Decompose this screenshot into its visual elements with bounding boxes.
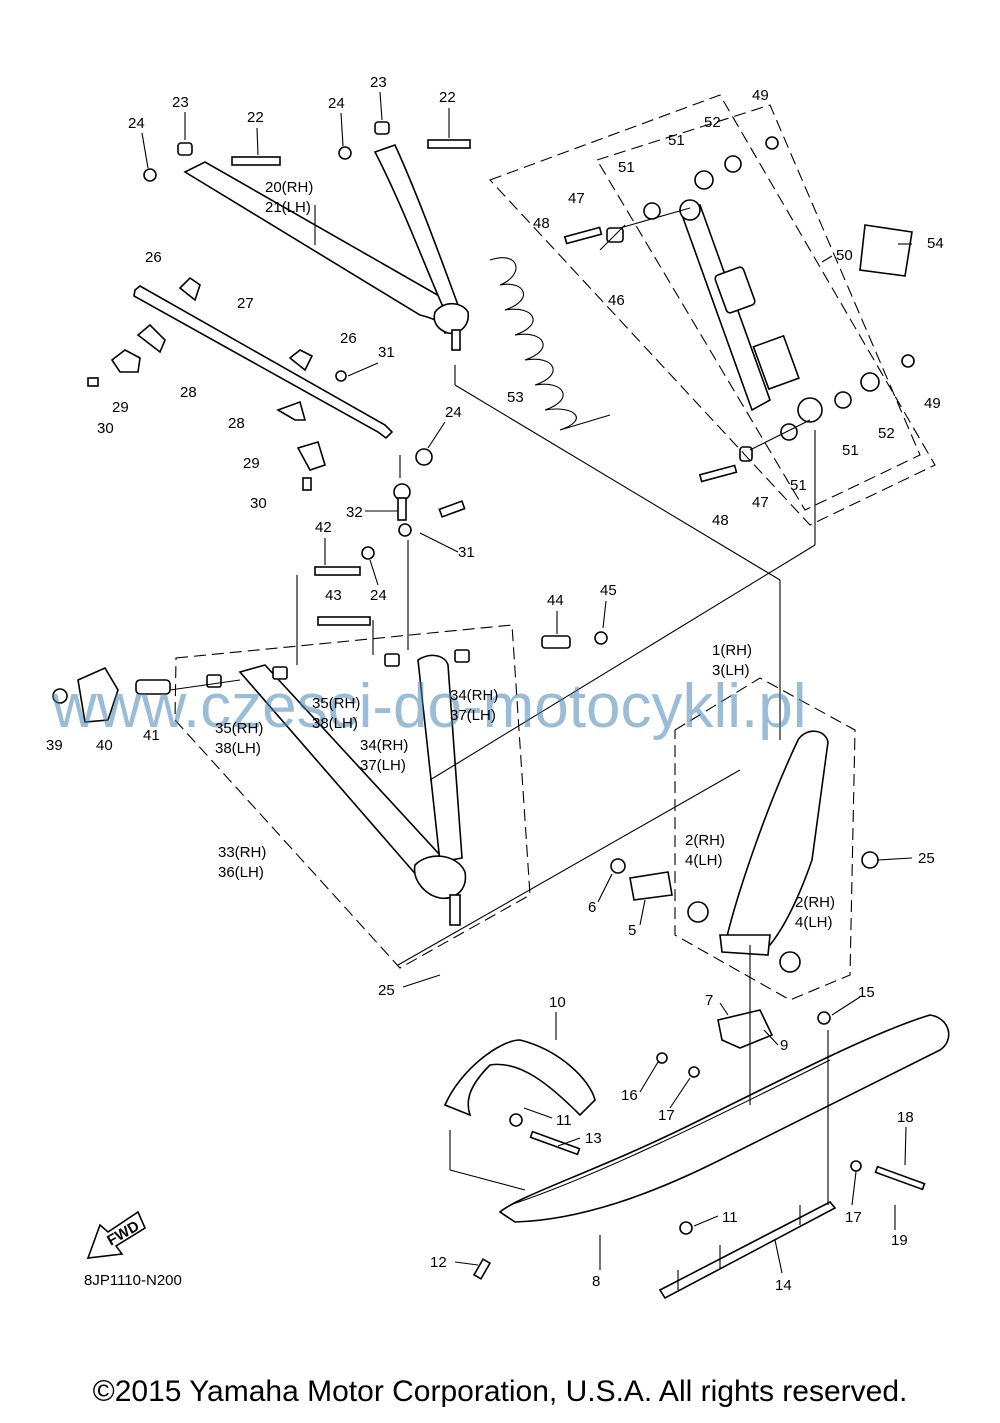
callout-26b: 26 [340,330,357,347]
callout-16: 16 [621,1087,638,1104]
callout-49a: 49 [752,87,769,104]
callout-10: 10 [549,994,566,1011]
callout-34-37b-rh: 34(RH) [360,737,408,754]
callout-20-21-rh: 20(RH) [265,179,313,196]
callout-35-38b-lh: 38(LH) [215,740,261,757]
callout-28a: 28 [180,384,197,401]
callout-35-38b-rh: 35(RH) [215,720,263,737]
callout-24a: 24 [128,115,145,132]
callout-50: 50 [836,247,853,264]
callout-31b: 31 [458,544,475,561]
callout-29a: 29 [112,399,129,416]
callout-40: 40 [96,737,113,754]
callout-18: 18 [897,1109,914,1126]
callout-30a: 30 [97,420,114,437]
callout-33-36-lh: 36(LH) [218,864,264,881]
link-rod [361,483,466,560]
callout-1-3-rh: 1(RH) [712,642,752,659]
callout-8: 8 [592,1273,600,1290]
callout-2-4a-rh: 2(RH) [685,832,725,849]
callout-44: 44 [547,592,564,609]
callout-41: 41 [143,727,160,744]
watermark-text: www.czesci-do-motocykli.pl [51,672,807,741]
callout-24b: 24 [328,95,345,112]
callout-2-4b-rh: 2(RH) [795,894,835,911]
callout-34-37a-rh: 34(RH) [450,687,498,704]
callout-31a: 31 [378,344,395,361]
shock-spring [489,257,611,431]
callout-2-4a-lh: 4(LH) [685,852,723,869]
callout-51c: 51 [842,442,859,459]
callout-26a: 26 [145,249,162,266]
fwd-arrow-icon: FWD [86,1210,147,1259]
callout-11b: 11 [722,1209,738,1226]
callout-28b: 28 [228,415,245,432]
callout-1-3-lh: 3(LH) [712,662,750,679]
callout-24c: 24 [445,404,462,421]
callout-22b: 22 [439,89,456,106]
callout-9: 9 [780,1037,788,1054]
callout-22a: 22 [247,109,264,126]
callout-30b: 30 [250,495,267,512]
callout-48a: 48 [533,215,550,232]
lower-a-arm [52,566,608,926]
callout-51a: 51 [668,132,685,149]
callout-labels: 1(RH) 3(LH) 2(RH) 4(LH) 2(RH) 4(LH) 5 6 … [46,74,944,1294]
callout-17a: 17 [658,1107,675,1124]
callout-52a: 52 [704,114,721,131]
callout-6: 6 [588,899,596,916]
callout-12: 12 [430,1254,447,1271]
callout-23b: 23 [370,74,387,91]
callout-20-21-lh: 21(LH) [265,199,311,216]
callout-17b: 17 [845,1209,862,1226]
callout-42: 42 [315,519,332,536]
callout-29b: 29 [243,455,260,472]
callout-33-36-rh: 33(RH) [218,844,266,861]
callout-35-38a-lh: 38(LH) [312,715,358,732]
callout-47b: 47 [752,494,769,511]
callout-13: 13 [585,1130,602,1147]
callout-19: 19 [891,1232,908,1249]
callout-48b: 48 [712,512,729,529]
callout-24d: 24 [370,587,387,604]
callout-53: 53 [507,389,524,406]
callout-39: 39 [46,737,63,754]
callout-46: 46 [608,292,625,309]
shock-absorber [563,136,915,483]
copyright-notice: ©2015 Yamaha Motor Corporation, U.S.A. A… [92,1375,908,1408]
callout-25a: 25 [918,850,935,867]
callout-11a: 11 [556,1112,572,1129]
callout-51b: 51 [618,159,635,176]
callout-54: 54 [927,235,944,252]
callout-45: 45 [600,582,617,599]
callout-52b: 52 [878,425,895,442]
leader-lines [169,207,829,1191]
stabilizer-bar [87,276,433,491]
callout-5: 5 [628,922,636,939]
callout-2-4b-lh: 4(LH) [795,914,833,931]
ski-spindle [610,730,879,973]
callout-34-37b-lh: 37(LH) [360,757,406,774]
callout-51d: 51 [790,477,807,494]
callout-23a: 23 [172,94,189,111]
callout-47a: 47 [568,190,585,207]
callout-49b: 49 [924,395,941,412]
callout-34-37a-lh: 37(LH) [450,707,496,724]
callout-14: 14 [775,1277,792,1294]
assembly-outlines [174,94,936,1001]
upper-a-arm [143,121,471,351]
label-leaders [141,91,913,1274]
callout-43: 43 [325,587,342,604]
callout-35-38a-rh: 35(RH) [312,695,360,712]
diagram-code: 8JP1110-N200 [84,1272,182,1289]
callout-32: 32 [346,504,363,521]
callout-27: 27 [237,295,254,312]
ski [443,1009,950,1300]
callout-7: 7 [705,992,713,1009]
callout-15: 15 [858,984,875,1001]
callout-25b: 25 [378,982,395,999]
